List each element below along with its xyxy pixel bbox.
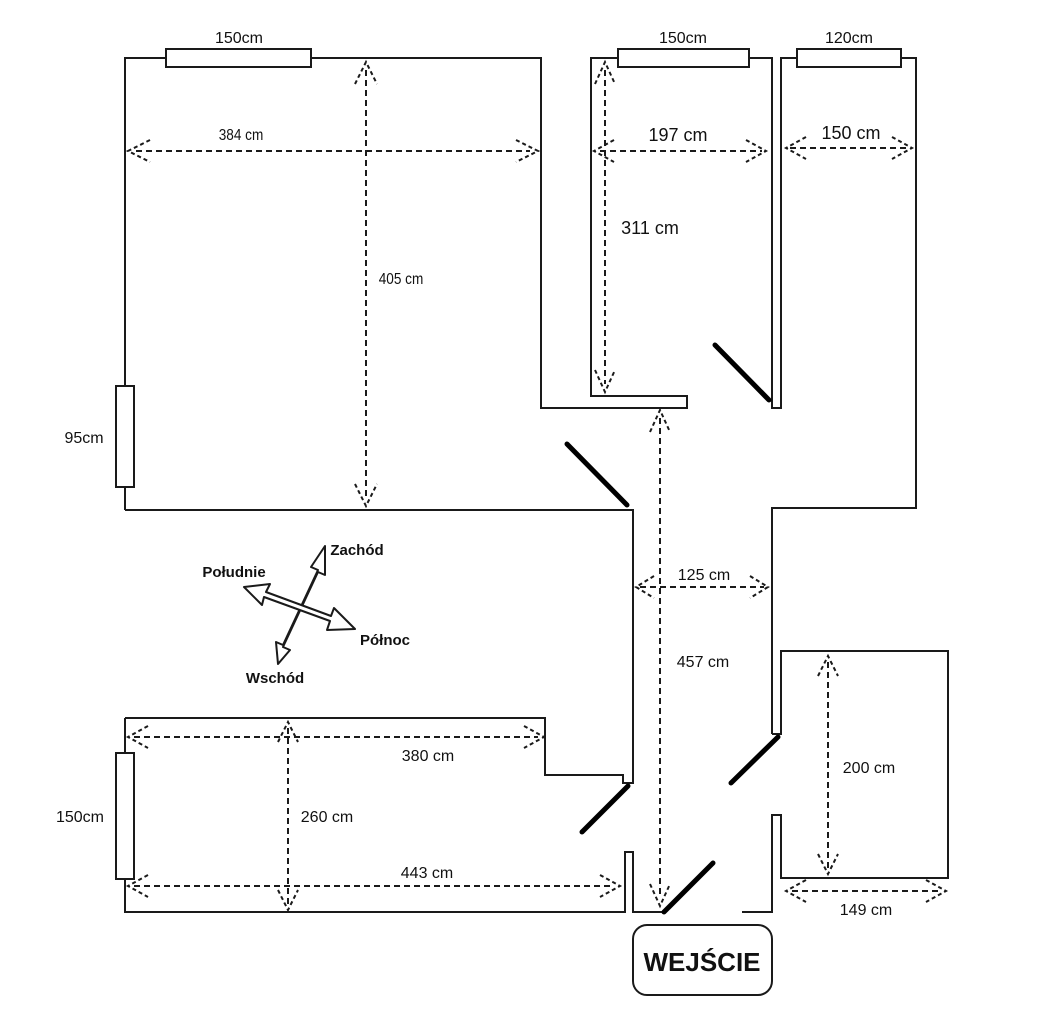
compass-label-south: Południe	[202, 564, 265, 581]
door-room5	[579, 783, 631, 835]
compass-arrow-west-east	[275, 545, 326, 665]
dim-room1-height: 405 cm	[379, 271, 424, 288]
dimension-labels: 384 cm 405 cm 197 cm 311 cm 150 cm 125 c…	[219, 123, 896, 919]
windows	[115, 48, 902, 880]
window-label-room2-top: 150cm	[659, 30, 707, 47]
compass-arrow-south-north	[243, 583, 356, 631]
dim-bath-height: 200 cm	[843, 760, 895, 777]
compass-label-west: Zachód	[330, 542, 383, 559]
entry-right-wall	[742, 650, 949, 913]
dim-room5-width-top: 380 cm	[402, 748, 454, 765]
dim-room3-width: 150 cm	[821, 123, 880, 143]
compass-label-east: Wschód	[246, 670, 304, 687]
door-bath	[728, 734, 781, 786]
window-room2-top	[617, 48, 750, 68]
dim-bath-width: 149 cm	[840, 902, 892, 919]
dimension-lines	[125, 59, 949, 913]
dim-room1-width: 384 cm	[219, 127, 264, 144]
dim-room2-height: 311 cm	[621, 218, 679, 238]
dim-hall-width: 125 cm	[678, 567, 730, 584]
window-labels: 150cm 150cm 120cm 95cm 150cm	[56, 30, 873, 826]
window-room1-top	[165, 48, 312, 68]
window-label-room1-top: 150cm	[215, 30, 263, 47]
door-entrance	[661, 860, 716, 915]
room5-walls	[124, 718, 663, 913]
dim-hall-length: 457 cm	[677, 654, 729, 671]
compass-label-north: Północ	[360, 632, 410, 649]
walls	[124, 57, 949, 913]
window-room5-left	[115, 752, 135, 880]
compass-rose: Zachód Południe Północ Wschód	[202, 542, 410, 687]
door-room2	[712, 342, 772, 403]
dim-room5-width-bottom: 443 cm	[401, 865, 453, 882]
window-label-room1-left: 95cm	[64, 430, 103, 447]
dim-room5-height: 260 cm	[301, 809, 353, 826]
entrance-label: WEJŚCIE	[643, 947, 760, 977]
entrance-box	[632, 924, 773, 996]
window-label-room5-left: 150cm	[56, 809, 104, 826]
window-room3-top	[796, 48, 902, 68]
entrance-sign: WEJŚCIE	[632, 924, 773, 996]
window-label-room3-top: 120cm	[825, 30, 873, 47]
dim-room2-width: 197 cm	[648, 125, 707, 145]
door-room1	[564, 441, 630, 508]
doors	[564, 342, 781, 915]
window-room1-left	[115, 385, 135, 488]
